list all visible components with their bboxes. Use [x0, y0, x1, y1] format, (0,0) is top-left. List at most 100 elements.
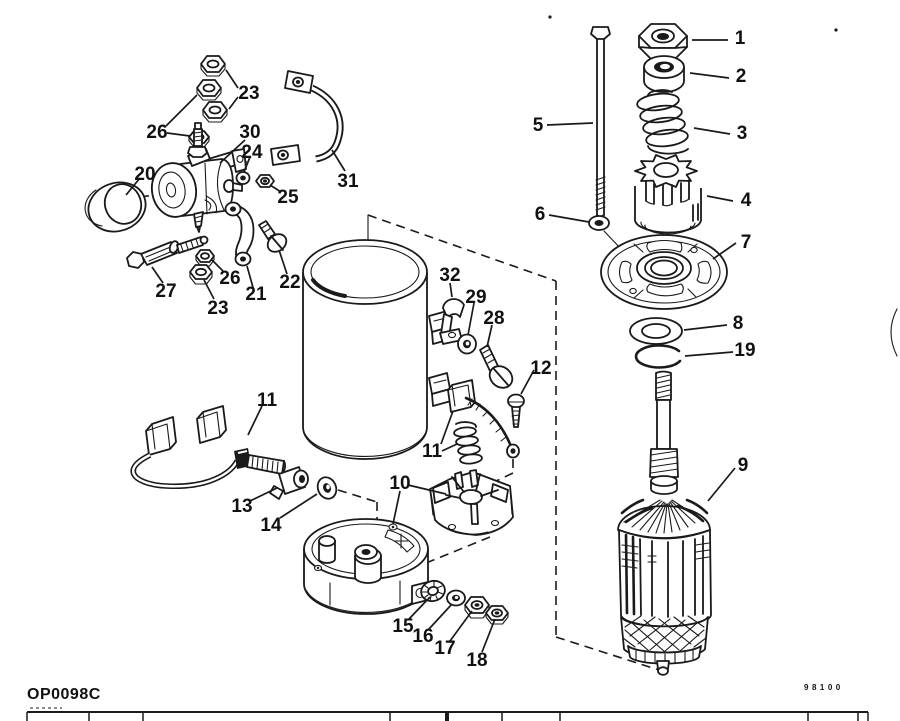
solenoid-bottom-stud [193, 211, 204, 233]
callout-17: 17 [434, 638, 455, 659]
callout-25: 25 [277, 187, 299, 208]
snap-ring-19 [634, 344, 682, 369]
armature-shaft [649, 370, 679, 495]
callout-31: 31 [337, 171, 359, 192]
hex-nut-17 [464, 596, 490, 619]
spring-3 [636, 89, 689, 155]
armature-9 [617, 370, 712, 676]
hex-nut-26-mid [195, 249, 215, 267]
drawing-code: OP0098C [27, 686, 101, 703]
starter-drive-stack [588, 23, 728, 676]
callout-30: 30 [239, 122, 260, 143]
brush-11-right [447, 379, 520, 459]
callout-7: 7 [741, 232, 752, 253]
shaft-thread-hatch [656, 374, 671, 399]
washer-6 [588, 215, 623, 251]
brush-lead-wire [130, 452, 240, 490]
callout-23-top: 23 [238, 83, 259, 104]
callout-12: 12 [530, 358, 551, 379]
solenoid-top-terminal [187, 122, 211, 167]
washer-24 [235, 171, 251, 185]
callout-6: 6 [535, 204, 546, 225]
hex-nut-23-top-c [202, 101, 228, 123]
hex-nut-23-top-a [200, 55, 226, 77]
solenoid-bracket-detail [204, 195, 218, 214]
washer-15 [420, 579, 446, 603]
brush-plate-prongs [454, 469, 479, 490]
clamp-32 [439, 298, 465, 345]
callout-21: 21 [245, 284, 267, 305]
brush-a [145, 416, 177, 456]
hex-nut-25 [255, 174, 275, 188]
callout-11-left: 11 [257, 390, 278, 411]
armature-body [618, 529, 712, 628]
callout-24: 24 [241, 142, 263, 163]
armature-end-collet [627, 645, 702, 676]
brush-spring-11-right [453, 421, 483, 465]
callout-18: 18 [466, 650, 487, 671]
cable-31 [270, 70, 344, 166]
brush-plate-posts [432, 481, 509, 504]
strap-21 [224, 201, 255, 267]
terminal-13 [269, 466, 309, 500]
washer-16 [446, 589, 466, 607]
boot-20 [84, 181, 147, 233]
callout-4: 4 [741, 190, 752, 211]
end-cap-plate-7 [600, 234, 728, 310]
hex-nut-1 [638, 23, 688, 60]
solenoid-assembly [84, 55, 344, 285]
callout-9: 9 [738, 455, 749, 476]
callout-28: 28 [483, 308, 504, 329]
screw-12 [507, 393, 525, 428]
callout-8: 8 [733, 313, 744, 334]
frame-and-brush-parts [130, 239, 525, 625]
through-bolt-5 [590, 26, 611, 218]
callout-22: 22 [279, 272, 300, 293]
bolt-thread-hatch [595, 176, 606, 211]
reference-number: 98100 [804, 683, 844, 692]
callout-3: 3 [737, 123, 748, 144]
callout-32: 32 [439, 265, 460, 286]
brush-b [196, 405, 227, 444]
callout-26-mid: 26 [219, 268, 240, 289]
hex-nut-23-mid [189, 264, 213, 285]
callout-26-top: 26 [146, 122, 167, 143]
washer-29 [457, 333, 477, 355]
bushing-2 [643, 55, 685, 93]
washer-8 [629, 317, 683, 345]
callout-15: 15 [392, 616, 414, 637]
scan-specks [548, 15, 898, 357]
pinion-gear-4 [634, 154, 702, 235]
callout-27: 27 [155, 281, 176, 302]
screw-28 [479, 344, 514, 389]
solenoid-30 [150, 122, 247, 233]
callout-5: 5 [533, 115, 544, 136]
page-curl-mark [890, 308, 898, 357]
lamination-ticks [621, 542, 710, 569]
callout-29: 29 [465, 287, 486, 308]
commutator-band [620, 615, 709, 659]
brush-set-11-left [130, 405, 287, 490]
callout-10: 10 [389, 473, 410, 494]
leader-lines [125, 39, 737, 653]
callout-13: 13 [231, 496, 252, 517]
shaft-thread-hatch-2 [650, 450, 679, 474]
hex-nut-23-top-b [196, 79, 222, 101]
knurl-crosshatch [622, 615, 707, 653]
terminal-bolt-27 [126, 235, 209, 269]
callout-23-mid: 23 [207, 298, 228, 319]
callout-19: 19 [734, 340, 755, 361]
bottom-table-edge [26, 707, 869, 721]
end-cap-slots [618, 239, 712, 297]
pinion-front-teeth [645, 179, 690, 207]
callout-2: 2 [736, 66, 747, 87]
callout-1: 1 [735, 28, 746, 49]
callout-14: 14 [260, 515, 282, 536]
callout-11-right: 11 [422, 441, 443, 462]
hex-nut-18 [485, 605, 509, 625]
end-frame [303, 518, 429, 615]
brush-plate-10 [429, 469, 514, 536]
washer-14 [316, 476, 338, 500]
